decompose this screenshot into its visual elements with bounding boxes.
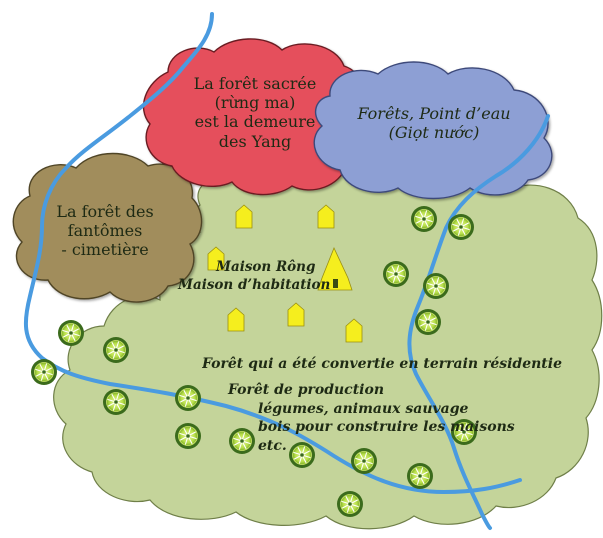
production-line-4: etc. (258, 437, 287, 454)
production-line-3: bois pour construire les maisons (258, 419, 515, 436)
sacred-line-4: des Yang (218, 131, 292, 151)
house (287, 302, 305, 327)
production-line-1: Forêt de production (228, 382, 385, 398)
rong-house (317, 246, 353, 291)
sacred-line-2: (rừng ma) (214, 93, 296, 113)
rong-house-label: Maison Rông (216, 259, 316, 275)
tree-icon (448, 214, 474, 240)
tree-icon (103, 337, 129, 363)
tree-icon (289, 442, 315, 468)
production-line-2: légumes, animaux sauvage (258, 400, 469, 417)
tree-icon (383, 261, 409, 287)
tree-icon (423, 273, 449, 299)
sacred-line-1: La forêt sacrée (193, 74, 317, 93)
river-right (407, 114, 550, 530)
water-forest-zone (313, 61, 553, 200)
tree-icon (351, 448, 377, 474)
village-houses (207, 204, 363, 343)
house (317, 204, 335, 229)
tree-icon (58, 320, 84, 346)
tree-icon (103, 389, 129, 415)
house-labels: Maison Rông Maison d’habitation (178, 259, 330, 294)
forest-trees (31, 206, 477, 517)
tree-icon (451, 419, 477, 445)
tree-icon (411, 206, 437, 232)
sacred-forest-label: La forêt sacrée (rừng ma) est la demeure… (160, 74, 350, 151)
dwelling-house-label: Maison d’habitation (178, 276, 331, 293)
water-line-1: Forêts, Point d’eau (357, 104, 511, 123)
sacred-line-3: est la demeure (194, 112, 316, 132)
tree-icon (415, 309, 441, 335)
residential-conversion-label: Forêt qui a été convertie en terrain rés… (202, 356, 563, 372)
ghost-line-2: fantômes (67, 221, 143, 241)
water-line-2: (Giọt nước) (388, 123, 480, 143)
production-forest-label: Forêt de production légumes, animaux sau… (228, 381, 515, 455)
tree-icon (175, 423, 201, 449)
tree-icon (31, 359, 57, 385)
ghost-line-3: - cimetière (61, 240, 149, 260)
ghost-forest-label: La forêt des fantômes - cimetière (20, 202, 190, 260)
river-lines (23, 12, 550, 530)
water-forest-label: Forêts, Point d’eau (Giọt nước) (334, 104, 534, 142)
ghost-line-1: La forêt des (56, 202, 154, 221)
tree-icon (175, 385, 201, 411)
tree-icon (407, 463, 433, 489)
tree-icon (229, 428, 255, 454)
ghost-forest-zone (12, 152, 203, 303)
river-left (23, 12, 522, 494)
house (207, 246, 225, 271)
house (235, 204, 253, 229)
tree-icon (337, 491, 363, 517)
house (345, 318, 363, 343)
house (227, 307, 245, 332)
